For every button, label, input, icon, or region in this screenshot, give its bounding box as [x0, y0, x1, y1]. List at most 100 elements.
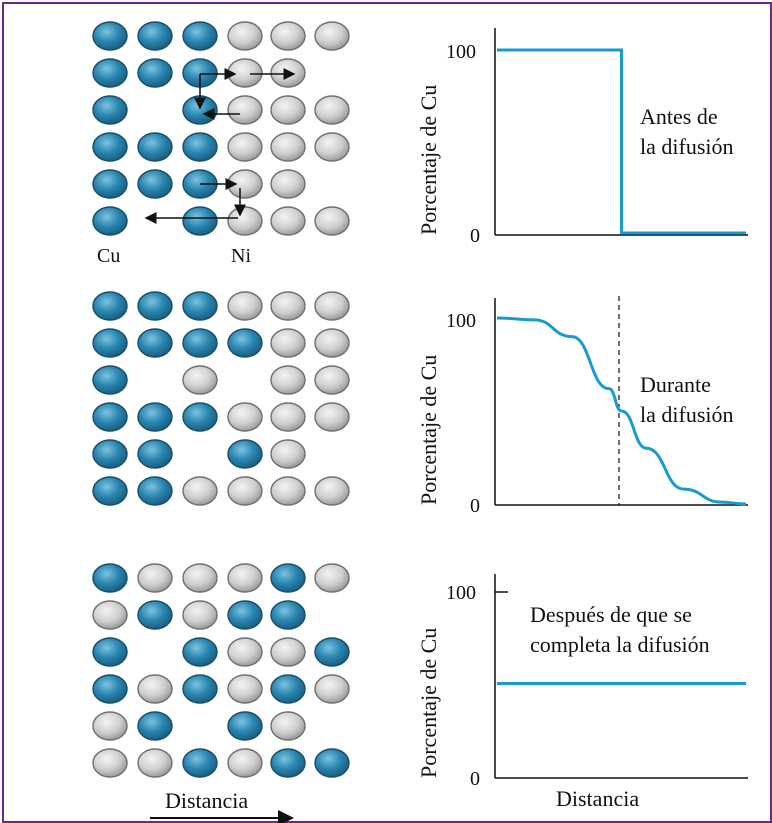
- ni-atom: [314, 206, 350, 236]
- before-label-line2: la difusión: [640, 134, 734, 159]
- cu-atom: [182, 206, 218, 236]
- ni-atom: [270, 58, 306, 88]
- cu-atom: [182, 132, 218, 162]
- plot-before: 100 0 Porcentaje de Cu Antes de la difus…: [416, 28, 748, 247]
- ni-atom: [314, 21, 350, 51]
- y-tick-100: 100: [446, 41, 476, 63]
- cu-atom: [92, 328, 128, 358]
- cu-atom: [92, 58, 128, 88]
- ni-atom: [270, 402, 306, 432]
- cu-atom: [137, 402, 173, 432]
- cu-atom: [314, 748, 350, 778]
- ni-atom: [270, 95, 306, 125]
- ni-atom: [227, 748, 263, 778]
- distance-label-left: Distancia: [165, 788, 248, 813]
- ni-atom: [270, 476, 306, 506]
- ni-atom: [92, 711, 128, 741]
- cu-atom: [137, 132, 173, 162]
- cu-atom: [227, 600, 263, 630]
- ni-atom: [314, 291, 350, 321]
- ni-atom: [270, 365, 306, 395]
- ni-atom: [92, 600, 128, 630]
- cu-atom: [92, 291, 128, 321]
- ni-atom: [314, 563, 350, 593]
- ni-atom: [182, 365, 218, 395]
- cu-atom: [92, 132, 128, 162]
- y-tick-100: 100: [446, 582, 476, 604]
- cu-atom: [227, 711, 263, 741]
- cu-atom: [137, 328, 173, 358]
- y-tick-0: 0: [470, 495, 480, 517]
- cu-atom: [182, 402, 218, 432]
- ni-label: Ni: [231, 245, 251, 267]
- lattice-during: [92, 291, 350, 506]
- y-tick-0: 0: [470, 225, 480, 247]
- ni-atom: [227, 206, 263, 236]
- ni-atom: [314, 476, 350, 506]
- ni-atom: [227, 21, 263, 51]
- cu-atom: [92, 637, 128, 667]
- ni-atom: [182, 600, 218, 630]
- cu-label: Cu: [97, 245, 120, 267]
- x-axis-label: Distancia: [556, 786, 639, 811]
- ni-atom: [314, 95, 350, 125]
- ni-atom: [227, 291, 263, 321]
- ni-atom: [227, 637, 263, 667]
- cu-atom: [270, 600, 306, 630]
- cu-atom: [182, 674, 218, 704]
- after-label-line1: Después de que se: [530, 602, 692, 627]
- cu-atom: [314, 637, 350, 667]
- y-axis-label: Porcentaje de Cu: [416, 85, 441, 235]
- cu-atom: [182, 637, 218, 667]
- plot-after: 100 0 Porcentaje de Cu Después de que se…: [416, 574, 748, 811]
- cu-atom: [182, 291, 218, 321]
- ni-atom: [227, 132, 263, 162]
- ni-atom: [314, 402, 350, 432]
- cu-atom: [92, 563, 128, 593]
- ni-atom: [137, 674, 173, 704]
- ni-atom: [270, 206, 306, 236]
- ni-atom: [270, 132, 306, 162]
- cu-atom: [182, 748, 218, 778]
- ni-atom: [270, 328, 306, 358]
- ni-atom: [270, 439, 306, 469]
- ni-atom: [270, 169, 306, 199]
- cu-atom: [137, 439, 173, 469]
- y-tick-0: 0: [470, 768, 480, 790]
- y-axis-label: Porcentaje de Cu: [416, 628, 441, 778]
- plot-during: 100 0 Porcentaje de Cu Durante la difusi…: [416, 296, 748, 517]
- ni-atom: [227, 674, 263, 704]
- lattice-after: [92, 563, 350, 778]
- cu-atom: [270, 674, 306, 704]
- ni-atom: [227, 476, 263, 506]
- during-label-line2: la difusión: [640, 402, 734, 427]
- cu-atom: [137, 476, 173, 506]
- ni-atom: [92, 748, 128, 778]
- cu-atom: [92, 674, 128, 704]
- cu-atom: [92, 439, 128, 469]
- ni-atom: [314, 674, 350, 704]
- cu-atom: [270, 563, 306, 593]
- cu-atom: [137, 58, 173, 88]
- diffusion-jump-arrows: [144, 68, 296, 224]
- ni-atom: [314, 132, 350, 162]
- ni-atom: [227, 95, 263, 125]
- cu-atom: [137, 600, 173, 630]
- ni-atom: [137, 563, 173, 593]
- during-label-line1: Durante: [640, 372, 711, 397]
- curve-before: [497, 48, 746, 235]
- cu-atom: [137, 291, 173, 321]
- cu-atom: [182, 21, 218, 51]
- curve-during: [496, 316, 747, 506]
- cu-atom: [270, 748, 306, 778]
- cu-atom: [227, 439, 263, 469]
- cu-atom: [182, 328, 218, 358]
- y-tick-100: 100: [446, 310, 476, 332]
- cu-atom: [92, 476, 128, 506]
- ni-atom: [182, 563, 218, 593]
- before-label-line1: Antes de: [640, 104, 718, 129]
- cu-atom: [92, 365, 128, 395]
- ni-atom: [270, 711, 306, 741]
